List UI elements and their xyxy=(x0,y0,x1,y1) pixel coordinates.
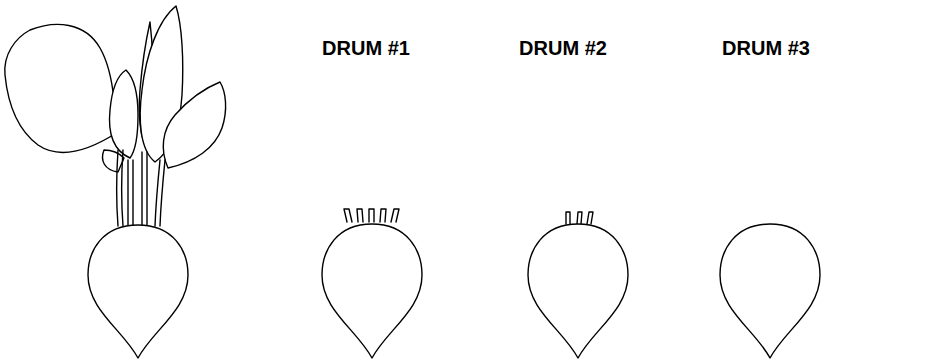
label-holder: DRUM #1 xyxy=(322,36,410,60)
stem-stub xyxy=(577,212,582,224)
stem-stub xyxy=(587,212,593,224)
drum-2-stubs xyxy=(566,212,593,224)
drum-label: DRUM #2 xyxy=(519,36,607,60)
beet-bulb xyxy=(322,224,422,358)
stem xyxy=(155,160,160,226)
stem-stub xyxy=(369,209,374,222)
stem-stub xyxy=(357,209,363,222)
beet-bulb xyxy=(720,224,820,358)
stem xyxy=(127,160,128,226)
stem-stub xyxy=(380,209,386,222)
stem xyxy=(146,152,147,226)
stem xyxy=(132,160,133,226)
leaf xyxy=(103,150,124,172)
beet-stems xyxy=(117,150,166,226)
label-holder: DRUM #2 xyxy=(519,36,607,60)
stem-stub xyxy=(344,209,352,222)
stem xyxy=(117,150,119,226)
drum-label: DRUM #1 xyxy=(322,36,410,60)
stem xyxy=(160,160,165,226)
stem xyxy=(122,150,124,226)
drum-label: DRUM #3 xyxy=(722,36,810,60)
label-holder: DRUM #3 xyxy=(722,36,810,60)
leaf xyxy=(110,70,138,158)
stem xyxy=(141,152,142,226)
stem-stub xyxy=(566,212,570,224)
leaf xyxy=(5,24,119,152)
leaf xyxy=(163,82,225,168)
beet-bulb xyxy=(88,225,188,358)
stem-stub xyxy=(391,209,399,222)
drum-1-stubs xyxy=(344,209,399,222)
beet-leaves xyxy=(5,6,226,172)
beet-bulb xyxy=(528,224,628,358)
